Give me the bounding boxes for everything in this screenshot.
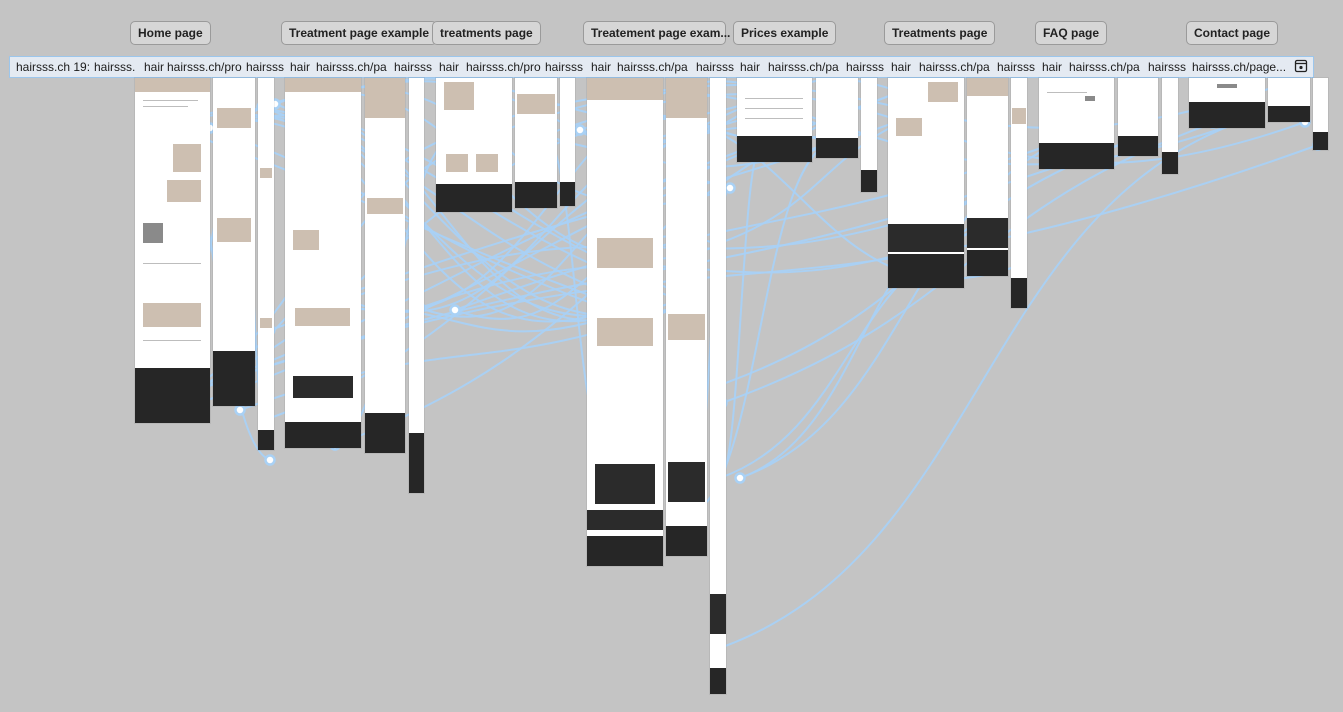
section-label-treatments-page-2[interactable]: Treatments page — [884, 21, 996, 45]
page-thumbnail[interactable] — [1118, 78, 1158, 156]
frame-title[interactable]: hairsss.ch/page... — [1192, 60, 1287, 74]
frame-title[interactable]: hairsss — [394, 60, 433, 74]
page-thumbnail[interactable] — [710, 78, 726, 694]
connection-node[interactable] — [724, 182, 736, 194]
frame-title[interactable]: hairsss.ch/pa — [617, 60, 688, 74]
frame-title-bar — [9, 56, 1314, 78]
page-thumbnail-treatement-example[interactable] — [587, 78, 663, 566]
page-thumbnail-home[interactable] — [135, 78, 210, 423]
page-thumbnail[interactable] — [515, 78, 557, 208]
section-label-contact-page[interactable]: Contact page — [1186, 21, 1279, 45]
connection-node[interactable] — [574, 124, 586, 136]
prototype-connection — [344, 194, 986, 301]
page-thumbnail-prices[interactable] — [737, 78, 812, 162]
frame-title[interactable]: hairsss — [846, 60, 885, 74]
connection-node[interactable] — [234, 404, 246, 416]
page-thumbnail[interactable] — [1011, 78, 1027, 308]
frame-title[interactable]: hairsss.ch/pa — [919, 60, 990, 74]
section-label-home-page[interactable]: Home page — [130, 21, 211, 45]
page-thumbnail[interactable] — [258, 78, 274, 450]
page-thumbnail[interactable] — [1268, 78, 1310, 122]
page-thumbnail[interactable] — [365, 78, 405, 453]
frame-title[interactable]: hairsss — [246, 60, 285, 74]
section-label-treatments-page[interactable]: treatments page — [432, 21, 541, 45]
page-thumbnail[interactable] — [1313, 78, 1328, 150]
page-thumbnail-treatment[interactable] — [285, 78, 361, 448]
connection-node[interactable] — [264, 454, 276, 466]
page-thumbnail[interactable] — [967, 78, 1008, 276]
page-thumbnail[interactable] — [666, 78, 707, 556]
frame-title[interactable]: hairsss.ch/pro — [466, 60, 541, 74]
page-thumbnail[interactable] — [861, 78, 877, 192]
frame-title[interactable]: hairsss.ch/pa — [1069, 60, 1140, 74]
page-thumbnail-treatments-2[interactable] — [888, 78, 964, 288]
page-thumbnail-faq[interactable] — [1039, 78, 1114, 169]
section-label-treatment-page-example[interactable]: Treatment page example — [281, 21, 438, 45]
frame-title[interactable]: hairsss — [997, 60, 1036, 74]
frame-title[interactable]: hairsss.ch 19: — [16, 60, 91, 74]
page-thumbnail-treatments[interactable] — [436, 78, 512, 212]
frame-title[interactable]: hair — [740, 60, 761, 74]
frame-title[interactable]: hairsss — [696, 60, 735, 74]
page-thumbnail[interactable] — [816, 78, 858, 158]
frame-title[interactable]: hair — [891, 60, 912, 74]
page-thumbnail[interactable] — [1162, 78, 1178, 174]
frame-title[interactable]: hair — [290, 60, 311, 74]
frame-title[interactable]: hair — [144, 60, 165, 74]
frame-title[interactable]: hairsss.ch/pro — [167, 60, 242, 74]
frame-title[interactable]: hair — [439, 60, 460, 74]
section-label-prices-example[interactable]: Prices example — [733, 21, 837, 45]
page-thumbnail[interactable] — [560, 78, 575, 206]
prototype-connection — [719, 121, 1241, 649]
section-label-treatement-page-example[interactable]: Treatement page exam... — [583, 21, 730, 45]
frame-title[interactable]: hair — [591, 60, 612, 74]
frame-title[interactable]: hair — [1042, 60, 1063, 74]
connection-node[interactable] — [449, 304, 461, 316]
frame-title[interactable]: hairsss.ch/pa — [768, 60, 839, 74]
section-label-faq-page[interactable]: FAQ page — [1035, 21, 1108, 45]
frame-title[interactable]: hairsss. — [94, 60, 136, 74]
frame-title[interactable]: hairsss — [1148, 60, 1187, 74]
connection-node[interactable] — [734, 472, 746, 484]
page-thumbnail[interactable] — [213, 78, 255, 406]
frame-title[interactable]: hairsss.ch/pa — [316, 60, 387, 74]
page-thumbnail-contact[interactable] — [1189, 78, 1265, 128]
page-thumbnail[interactable] — [409, 78, 424, 493]
frame-settings-icon[interactable] — [1294, 59, 1308, 73]
frame-title[interactable]: hairsss — [545, 60, 584, 74]
